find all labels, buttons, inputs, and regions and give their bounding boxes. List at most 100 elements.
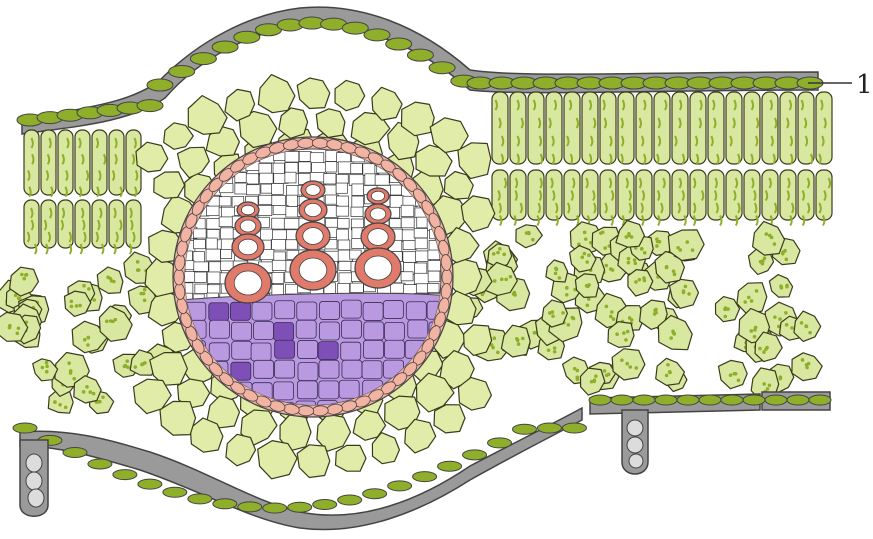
epidermis-cell	[463, 450, 487, 460]
parenchyma-cell	[297, 78, 330, 109]
phloem-cell	[408, 320, 428, 338]
spongy-cell	[628, 270, 653, 296]
epidermis-cell	[147, 79, 173, 91]
epidermis-cell	[407, 49, 433, 61]
palisade-cell	[582, 170, 598, 220]
sheath-cell	[174, 269, 184, 285]
epidermis-cell	[513, 424, 537, 434]
trichome-right	[622, 410, 648, 474]
epidermis-cell	[809, 395, 831, 405]
epidermis-cell	[413, 472, 437, 482]
phloem-cell	[230, 302, 250, 320]
phloem-cell	[339, 380, 359, 398]
spongy-cell	[10, 267, 39, 296]
spongy-cell	[501, 325, 530, 357]
parenchyma-cell	[188, 96, 227, 135]
epidermis-cell	[589, 395, 611, 405]
palisade-cell	[636, 92, 652, 164]
epidermis-cell	[699, 395, 721, 405]
phloem-cell	[254, 360, 274, 378]
label-1: 1	[856, 70, 873, 100]
palisade-cell	[726, 170, 742, 220]
phloem-cell	[232, 322, 252, 340]
parenchyma-cell	[279, 108, 308, 138]
palisade-cell	[24, 200, 39, 248]
epidermis-cell	[388, 481, 412, 491]
parenchyma-cell	[335, 80, 365, 110]
spongy-cell	[753, 221, 785, 255]
palisade-cell	[510, 170, 526, 220]
palisade-cell	[708, 92, 724, 164]
phloem-cell	[341, 342, 361, 360]
epidermis-cell	[13, 423, 37, 433]
phloem-cell	[341, 300, 361, 318]
epidermis-cell	[743, 395, 765, 405]
phloem-cell	[319, 360, 339, 378]
palisade-cell	[744, 170, 760, 220]
palisade-cell	[798, 170, 814, 220]
epidermis-cell	[263, 503, 287, 513]
phloem-cell	[319, 322, 339, 340]
phloem-cell	[319, 381, 339, 399]
parenchyma-cell	[434, 405, 465, 433]
phloem-cell	[342, 360, 362, 378]
epidermis-cell	[188, 494, 212, 504]
epidermis-cell	[213, 499, 237, 509]
parenchyma-cell	[316, 109, 345, 138]
phloem-cell	[384, 340, 404, 358]
epidermis-cell	[190, 53, 216, 65]
epidermis-cell	[537, 423, 561, 433]
palisade-cell	[58, 130, 73, 195]
phloem-cell	[363, 302, 383, 320]
epidermis-cell	[721, 395, 743, 405]
phloem-cell	[251, 343, 271, 361]
epidermis-cell	[765, 395, 787, 405]
phloem-cell	[296, 320, 316, 338]
epidermis-cell	[88, 459, 112, 469]
phloem-cell	[298, 340, 318, 358]
epidermis-cell	[364, 29, 390, 41]
phloem-cell	[254, 322, 274, 340]
phloem-cell	[363, 340, 383, 358]
epidermis-cell	[429, 62, 455, 74]
phloem-cell	[384, 322, 404, 340]
epidermis-cell	[288, 502, 312, 512]
epidermis-cell	[113, 470, 137, 480]
parenchyma-cell	[178, 147, 210, 178]
spongy-cell	[516, 225, 542, 248]
sheath-cell	[442, 269, 452, 285]
parenchyma-cell	[154, 172, 185, 198]
epidermis-cell	[488, 438, 512, 448]
phloem-cell	[275, 340, 295, 358]
palisade-cell	[798, 92, 814, 164]
epidermis-cell	[655, 395, 677, 405]
palisade-cell	[672, 170, 688, 220]
phloem-cell	[341, 320, 361, 338]
epidermis-cell	[562, 423, 586, 433]
phloem-cell	[320, 301, 340, 319]
epidermis-cell	[313, 500, 337, 510]
parenchyma-cell	[160, 401, 196, 435]
parenchyma-cell	[461, 196, 495, 232]
epidermis-cell	[212, 41, 238, 53]
epidermis-cell	[677, 395, 699, 405]
parenchyma-cell	[258, 75, 295, 113]
palisade-cell	[600, 92, 616, 164]
palisade-cell	[75, 200, 90, 248]
phloem-cell	[275, 360, 295, 378]
phloem-cell	[274, 323, 294, 341]
phloem-cell	[232, 341, 252, 359]
epidermis-cell	[438, 461, 462, 471]
phloem-cell	[209, 303, 229, 321]
epidermis-cell	[238, 502, 262, 512]
epidermis-cell	[163, 487, 187, 497]
palisade-cell	[618, 92, 634, 164]
phloem-cell	[383, 301, 403, 319]
epidermis-cell	[633, 395, 655, 405]
epidermis-cell	[234, 31, 260, 43]
palisade-cell	[816, 170, 832, 220]
epidermis-cell	[169, 65, 195, 77]
phloem-cell	[274, 382, 294, 400]
phloem-cell	[364, 322, 384, 340]
